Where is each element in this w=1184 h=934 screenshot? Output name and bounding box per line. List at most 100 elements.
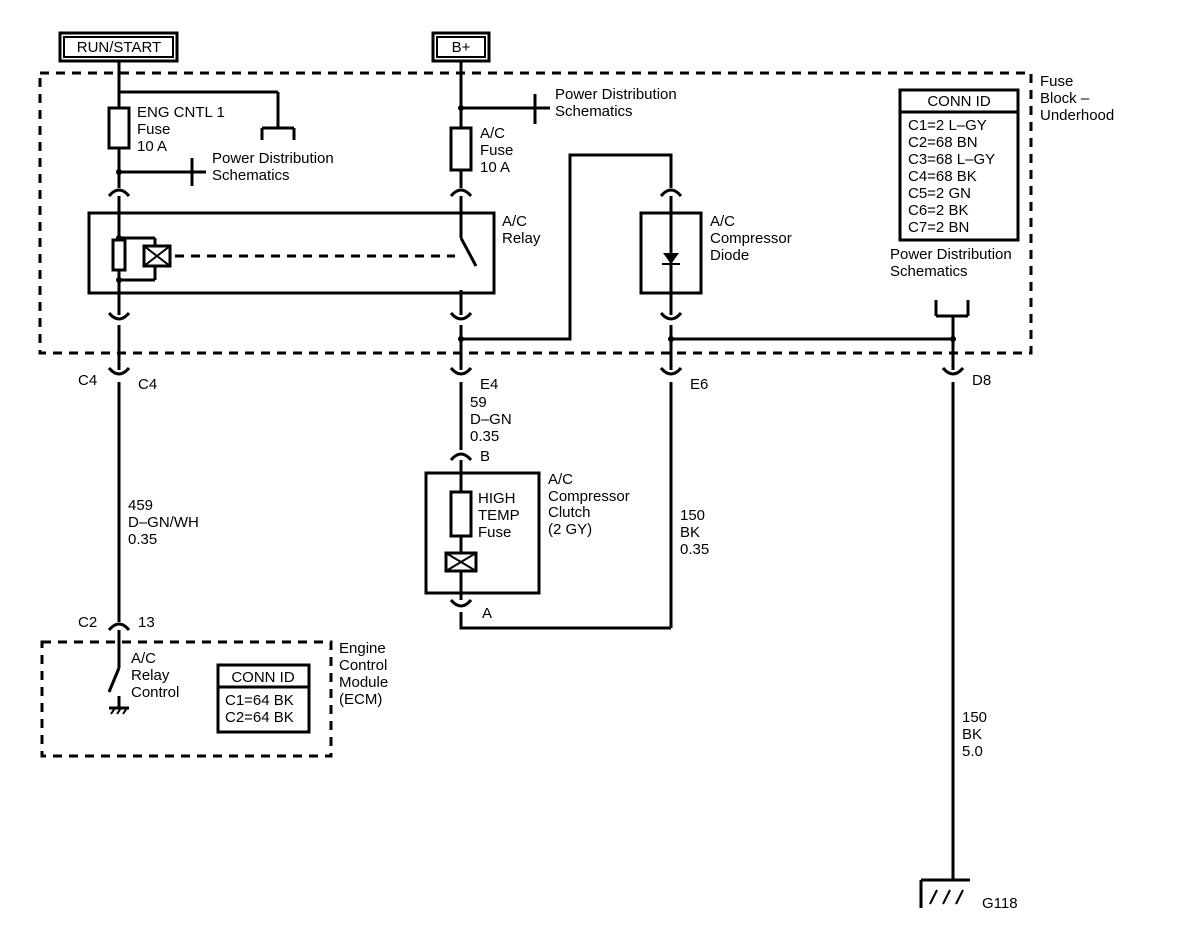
ac-fuse: A/C Fuse 10 A: [480, 125, 513, 176]
svg-text:Module: Module: [339, 674, 388, 691]
ground-circuit: [919, 300, 970, 908]
svg-text:Fuse: Fuse: [1040, 73, 1073, 90]
svg-text:Relay: Relay: [502, 230, 541, 247]
svg-text:0.35: 0.35: [470, 428, 499, 445]
diode-symbol: [663, 253, 679, 264]
fuse-block-name: Fuse Block – Underhood: [1040, 73, 1114, 124]
power-distribution-ref-2: Power Distribution Schematics: [555, 86, 677, 120]
svg-text:(2 GY): (2 GY): [548, 521, 592, 538]
svg-text:A/C: A/C: [480, 125, 505, 142]
svg-text:C3=68 L–GY: C3=68 L–GY: [908, 151, 995, 168]
svg-text:C5=2 GN: C5=2 GN: [908, 185, 971, 202]
svg-text:Schematics: Schematics: [555, 103, 633, 120]
power-distribution-ref-1: Power Distribution Schematics: [212, 150, 334, 184]
connector-b: B: [480, 448, 490, 465]
wire-150-label-a: 150 BK 0.35: [680, 507, 709, 558]
svg-text:Schematics: Schematics: [890, 263, 968, 280]
svg-text:Relay: Relay: [131, 667, 170, 684]
svg-text:Control: Control: [339, 657, 387, 674]
svg-text:10 A: 10 A: [480, 159, 510, 176]
connector-a: A: [482, 605, 492, 622]
connector-e4: E4: [480, 376, 498, 393]
svg-text:Control: Control: [131, 684, 179, 701]
ecm-outline: [40, 640, 333, 758]
relay-to-diode-wire: [461, 153, 673, 341]
svg-text:150: 150: [680, 507, 705, 524]
connector-d8: D8: [972, 372, 991, 389]
svg-text:D–GN/WH: D–GN/WH: [128, 514, 199, 531]
svg-text:Compressor: Compressor: [548, 488, 630, 505]
svg-text:Block –: Block –: [1040, 90, 1090, 107]
power-distribution-ref-3: Power Distribution Schematics: [890, 246, 1012, 280]
ecm-relay-control-label: A/C Relay Control: [131, 650, 179, 701]
svg-text:C1=2 L–GY: C1=2 L–GY: [908, 117, 987, 134]
connector-e6: E6: [690, 376, 708, 393]
svg-text:459: 459: [128, 497, 153, 514]
eng-cntl-circuit: [107, 61, 296, 622]
compressor-clutch: B A: [424, 448, 671, 630]
svg-text:A/C: A/C: [502, 213, 527, 230]
relay-switch-contact: [459, 237, 478, 267]
svg-text:D–GN: D–GN: [470, 411, 512, 428]
svg-text:TEMP: TEMP: [478, 507, 520, 524]
relay-coil-resistor: [111, 238, 127, 272]
connector-pin-13: 13: [138, 614, 155, 631]
ac-fuse-symbol: [449, 126, 473, 172]
high-temp-fuse-symbol: [449, 490, 473, 538]
svg-text:ENG CNTL 1: ENG CNTL 1: [137, 104, 225, 121]
compressor-diode-label: A/C Compressor Diode: [710, 213, 792, 264]
fuse-block-outline: [38, 71, 1033, 355]
svg-text:Fuse: Fuse: [480, 142, 513, 159]
svg-text:Power Distribution: Power Distribution: [212, 150, 334, 167]
ac-relay-box: [87, 211, 496, 295]
run-start-source: RUN/START: [58, 31, 179, 63]
svg-text:5.0: 5.0: [962, 743, 983, 760]
eng-cntl-fuse-symbol: [107, 106, 131, 150]
svg-text:Compressor: Compressor: [710, 230, 792, 247]
svg-text:Underhood: Underhood: [1040, 107, 1114, 124]
svg-text:CONN ID: CONN ID: [231, 669, 295, 686]
svg-text:Engine: Engine: [339, 640, 386, 657]
svg-text:C1=64 BK: C1=64 BK: [225, 692, 294, 709]
connector-c2: C2: [78, 614, 97, 631]
ecm-conn-id: CONN ID C1=64 BK C2=64 BK: [216, 663, 311, 734]
svg-text:Fuse: Fuse: [137, 121, 170, 138]
svg-text:BK: BK: [962, 726, 982, 743]
wire-59-label: 59 D–GN 0.35: [470, 394, 512, 445]
svg-text:C4=68 BK: C4=68 BK: [908, 168, 977, 185]
connector-c4-left: C4: [78, 372, 97, 389]
ecm-name: Engine Control Module (ECM): [339, 640, 388, 708]
svg-text:10 A: 10 A: [137, 138, 167, 155]
high-temp-fuse-label: HIGH TEMP Fuse: [478, 490, 520, 541]
svg-text:Diode: Diode: [710, 247, 749, 264]
clutch-box: [424, 471, 541, 595]
svg-text:C2=68 BN: C2=68 BN: [908, 134, 978, 151]
svg-text:(ECM): (ECM): [339, 691, 382, 708]
svg-text:150: 150: [962, 709, 987, 726]
svg-text:C2=64 BK: C2=64 BK: [225, 709, 294, 726]
svg-text:Power Distribution: Power Distribution: [555, 86, 677, 103]
svg-text:HIGH: HIGH: [478, 490, 516, 507]
svg-text:59: 59: [470, 394, 487, 411]
wire-150-label-b: 150 BK 5.0: [962, 709, 987, 760]
b-plus-source: B+: [431, 31, 491, 63]
connector-c4-right: C4: [138, 376, 157, 393]
ac-relay-label: A/C Relay: [502, 213, 541, 247]
svg-text:Schematics: Schematics: [212, 167, 290, 184]
eng-cntl-fuse: ENG CNTL 1 Fuse 10 A: [137, 104, 225, 155]
wire-459-label: 459 D–GN/WH 0.35: [128, 497, 199, 548]
compressor-clutch-label: A/C Compressor Clutch (2 GY): [548, 471, 630, 538]
svg-text:0.35: 0.35: [128, 531, 157, 548]
svg-text:Fuse: Fuse: [478, 524, 511, 541]
b-plus-label: B+: [452, 39, 471, 56]
ground-label: G118: [982, 895, 1018, 912]
compressor-diode-circuit: [639, 188, 703, 628]
svg-text:Power Distribution: Power Distribution: [890, 246, 1012, 263]
svg-text:C7=2 BN: C7=2 BN: [908, 219, 969, 236]
svg-text:A/C: A/C: [548, 471, 573, 488]
svg-text:BK: BK: [680, 524, 700, 541]
ecm-relay-control-circuit: [107, 622, 131, 715]
svg-text:A/C: A/C: [131, 650, 156, 667]
ecm-low-side-switch: [107, 667, 121, 693]
